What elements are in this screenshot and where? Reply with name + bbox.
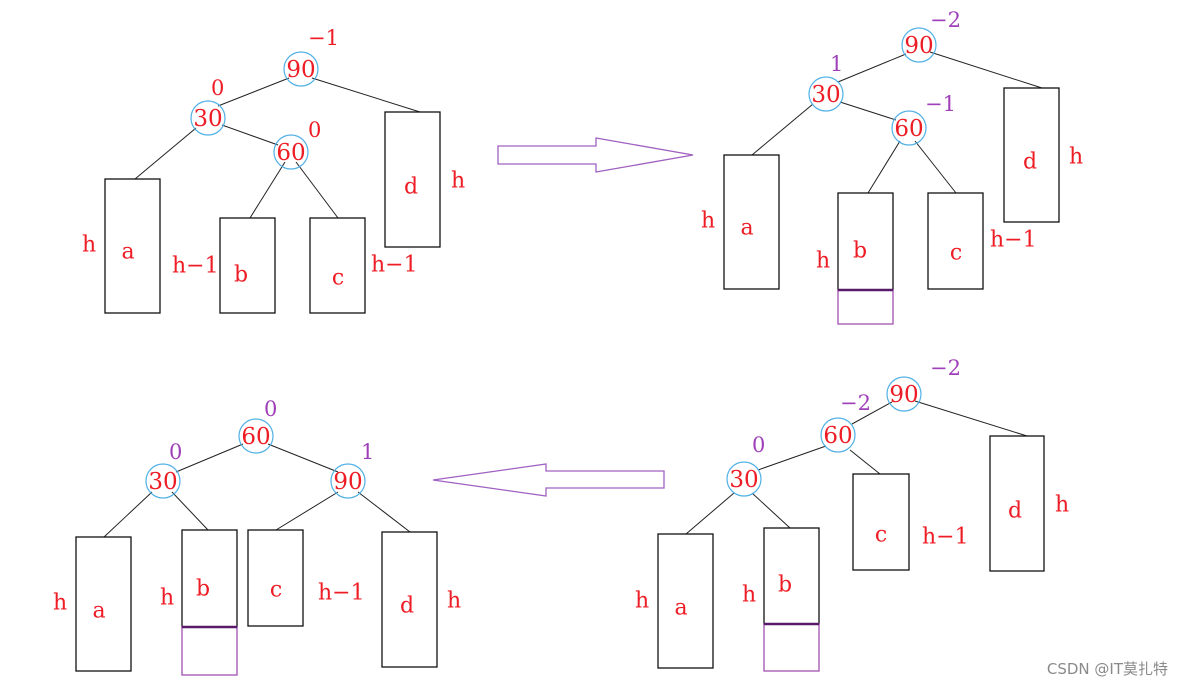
node-90-circle xyxy=(886,376,922,412)
height-b: h xyxy=(160,586,174,611)
subtree-a-label: a xyxy=(740,216,753,241)
subtree-d-label: d xyxy=(400,594,414,619)
height-a: h xyxy=(82,233,96,258)
node-90-label: 90 xyxy=(889,382,918,408)
height-c: h−1 xyxy=(371,253,418,278)
node-30-circle xyxy=(808,76,844,112)
node-30-label: 30 xyxy=(148,469,177,495)
inserted-level-b xyxy=(181,626,238,676)
height-a: h xyxy=(53,591,67,616)
balance-30: 0 xyxy=(169,440,182,464)
panel-after-left-rotation: a b c d h h h−1 h 90 60 30 −2 −2 0 xyxy=(635,356,1069,672)
subtree-d xyxy=(384,111,441,248)
node-60-label: 60 xyxy=(241,424,270,450)
balance-90: −2 xyxy=(930,8,961,32)
balance-90: −2 xyxy=(930,356,961,380)
balance-60: 0 xyxy=(308,118,321,142)
balance-90: −1 xyxy=(308,26,339,50)
height-b: h xyxy=(742,583,756,608)
height-c: h−1 xyxy=(990,228,1037,253)
subtree-d xyxy=(1003,87,1060,223)
node-90-label: 90 xyxy=(333,469,362,495)
subtree-c xyxy=(247,529,304,627)
balance-60: −1 xyxy=(925,92,956,116)
balance-30: 0 xyxy=(211,76,224,100)
transition-arrow-left xyxy=(432,463,665,497)
node-60-circle xyxy=(273,134,309,170)
node-30-circle xyxy=(726,461,762,497)
node-30-label: 30 xyxy=(729,467,758,493)
node-60-label: 60 xyxy=(823,423,852,449)
height-a: h xyxy=(701,209,715,234)
tree-edges xyxy=(134,77,421,219)
subtree-a xyxy=(657,533,714,669)
height-c: h−1 xyxy=(318,581,365,606)
balance-60: 0 xyxy=(264,397,277,421)
subtree-b xyxy=(219,217,276,314)
height-b: h−1 xyxy=(172,254,219,279)
subtree-d-label: d xyxy=(404,175,418,200)
height-b: h xyxy=(816,249,830,274)
subtree-a-label: a xyxy=(121,240,134,265)
node-60-circle xyxy=(238,418,274,454)
node-30-circle xyxy=(145,463,181,499)
tree-edges xyxy=(685,400,1028,535)
subtree-c xyxy=(927,192,984,290)
subtree-a xyxy=(723,154,780,290)
subtree-d xyxy=(989,435,1045,572)
node-60-label: 60 xyxy=(276,140,305,166)
subtree-a xyxy=(104,178,161,314)
balance-90: 1 xyxy=(361,440,374,464)
node-30-label: 30 xyxy=(811,82,840,108)
subtree-a-label: a xyxy=(92,599,105,624)
height-d: h xyxy=(1069,145,1083,170)
subtree-b-label: b xyxy=(778,573,792,598)
height-d: h xyxy=(1055,493,1069,518)
subtree-a xyxy=(75,536,132,672)
tree-edges xyxy=(751,51,1043,194)
balance-30: 1 xyxy=(830,52,843,76)
watermark: CSDN @IT莫扎特 xyxy=(1046,660,1168,678)
subtree-d-label: d xyxy=(1023,150,1037,175)
subtree-c-label: c xyxy=(332,266,344,291)
subtree-c-label: c xyxy=(950,241,962,266)
node-90-label: 90 xyxy=(286,57,315,83)
node-30-circle xyxy=(190,100,226,136)
panel-initial: a b c d h h−1 h−1 h 90 30 60 −1 0 0 xyxy=(82,26,465,314)
subtree-d xyxy=(381,531,438,668)
height-d: h xyxy=(451,169,465,194)
node-90-circle xyxy=(283,51,319,87)
panel-after-insert: a b c d h h h−1 h 90 30 60 −2 1 −1 xyxy=(701,8,1083,325)
node-90-label: 90 xyxy=(904,33,933,59)
subtree-b-label: b xyxy=(196,577,210,602)
inserted-level-b xyxy=(763,623,820,672)
height-a: h xyxy=(635,589,649,614)
panel-after-right-rotation: a b c d h h h−1 h 60 30 90 0 0 1 xyxy=(53,397,461,676)
node-60-circle xyxy=(891,110,927,146)
node-30-label: 30 xyxy=(193,106,222,132)
inserted-level-b xyxy=(837,289,894,325)
tree-edges xyxy=(103,443,411,538)
subtree-c xyxy=(852,473,910,571)
subtree-a-label: a xyxy=(674,596,687,621)
balance-60: −2 xyxy=(840,391,871,415)
node-90-circle xyxy=(901,27,937,63)
height-c: h−1 xyxy=(922,525,969,550)
node-60-label: 60 xyxy=(894,116,923,142)
node-90-circle xyxy=(330,463,366,499)
transition-arrow-right xyxy=(497,137,694,173)
subtree-b-label: b xyxy=(853,239,867,264)
subtree-c-label: c xyxy=(875,523,887,548)
subtree-d-label: d xyxy=(1008,499,1022,524)
subtree-b-label: b xyxy=(234,263,248,288)
height-d: h xyxy=(447,589,461,614)
balance-30: 0 xyxy=(752,433,765,457)
subtree-c-label: c xyxy=(270,578,282,603)
node-60-circle xyxy=(820,417,856,453)
subtree-c xyxy=(309,217,366,314)
